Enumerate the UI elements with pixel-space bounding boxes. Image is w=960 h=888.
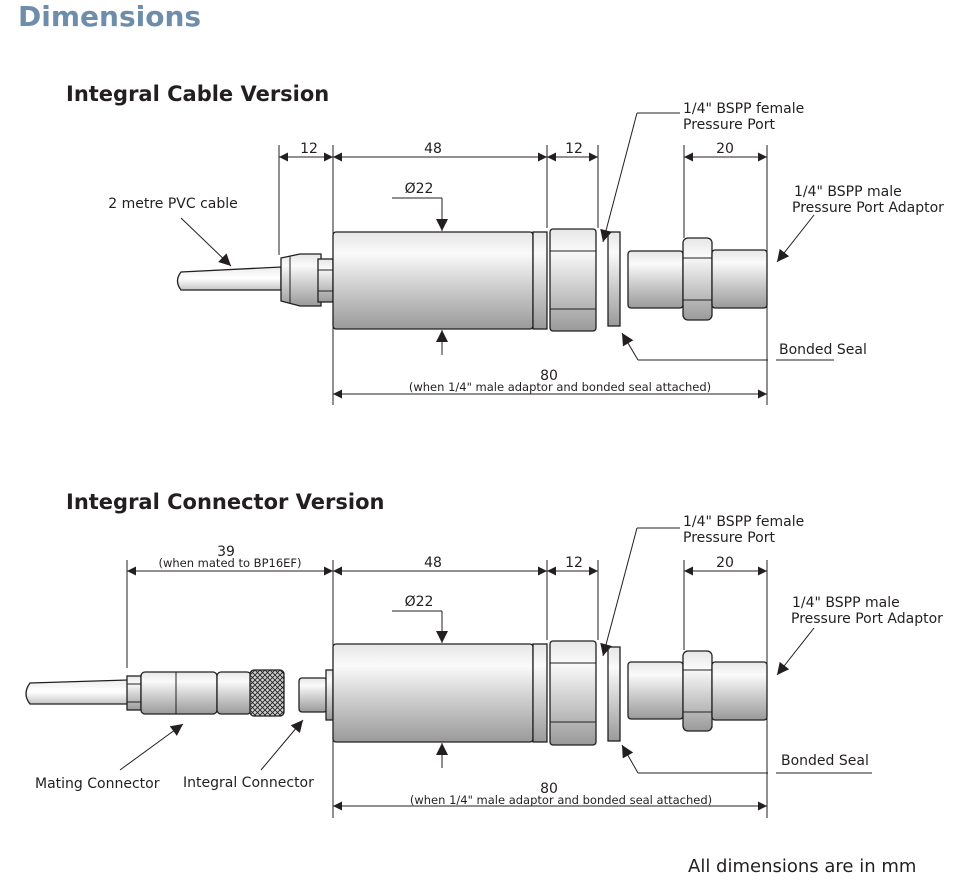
label-pvc-cable: 2 metre PVC cable xyxy=(108,196,238,212)
dim-hex-length: 12 xyxy=(565,141,583,157)
page-title: Dimensions xyxy=(18,0,202,33)
adaptor-hex xyxy=(682,237,713,321)
dim-overall-note: (when 1/4" male adaptor and bonded seal … xyxy=(409,380,711,394)
adaptor-thread-left xyxy=(627,661,684,720)
dim-overall-note: (when 1/4" male adaptor and bonded seal … xyxy=(410,793,712,807)
dim-body-length: 48 xyxy=(424,555,442,571)
cable-gland xyxy=(280,253,322,307)
mating-connector-sleeve xyxy=(216,671,252,715)
dim-connector-length: 39 xyxy=(217,544,235,560)
dim-body-length: 48 xyxy=(424,141,442,157)
label-female-port-line1: 1/4" BSPP female xyxy=(683,514,804,530)
adaptor-thread-right xyxy=(711,661,768,721)
label-female-port-line2: Pressure Port xyxy=(683,530,775,546)
label-male-adaptor-line1: 1/4" BSPP male xyxy=(794,184,902,200)
connector-version-title: Integral Connector Version xyxy=(66,490,385,514)
mating-cable-boot xyxy=(126,675,142,711)
sensor-body xyxy=(332,643,534,743)
hex-pressure-port xyxy=(549,640,597,746)
label-male-adaptor-line2: Pressure Port Adaptor xyxy=(792,200,944,216)
label-male-adaptor-line2: Pressure Port Adaptor xyxy=(791,611,943,627)
adaptor-thread-right xyxy=(711,249,768,309)
dim-diameter: Ø22 xyxy=(405,181,434,197)
leader-lines xyxy=(180,112,834,361)
mating-cable xyxy=(25,679,130,705)
label-mating-connector: Mating Connector xyxy=(35,776,160,792)
adaptor-hex xyxy=(682,650,713,732)
integral-connector-pin xyxy=(298,677,328,713)
body-collar xyxy=(532,231,548,330)
dim-hex-length: 12 xyxy=(565,555,583,571)
label-bonded-seal: Bonded Seal xyxy=(781,753,869,769)
hex-pressure-port xyxy=(549,228,597,332)
mating-connector-body xyxy=(140,671,218,715)
dim-connector-note: (when mated to BP16EF) xyxy=(158,556,301,570)
body-collar xyxy=(532,643,548,743)
bonded-seal xyxy=(607,231,621,327)
dim-cable-gland: 12 xyxy=(300,141,318,157)
label-female-port-line1: 1/4" BSPP female xyxy=(683,101,804,117)
dim-overall-length: 80 xyxy=(540,368,558,384)
label-integral-connector: Integral Connector xyxy=(183,775,314,791)
adaptor-thread-left xyxy=(627,250,684,309)
leader-lines xyxy=(119,527,872,774)
label-bonded-seal: Bonded Seal xyxy=(779,342,867,358)
label-male-adaptor-line1: 1/4" BSPP male xyxy=(792,595,900,611)
dim-diameter: Ø22 xyxy=(405,594,434,610)
units-footnote: All dimensions are in mm xyxy=(688,856,917,877)
dim-adaptor-length: 20 xyxy=(716,141,734,157)
sensor-body xyxy=(332,231,534,330)
bonded-seal xyxy=(607,646,621,742)
dim-overall-length: 80 xyxy=(540,781,558,797)
label-female-port-line2: Pressure Port xyxy=(683,117,775,133)
dimension-lines xyxy=(279,152,767,399)
knurled-nut xyxy=(249,669,285,717)
integral-connector-flange xyxy=(325,669,334,721)
cable-version-title: Integral Cable Version xyxy=(66,82,330,106)
cable-version-drawing xyxy=(176,112,834,405)
pvc-cable xyxy=(176,266,282,291)
dim-adaptor-length: 20 xyxy=(716,555,734,571)
connector-version-drawing xyxy=(25,527,872,818)
gland-nut xyxy=(317,258,334,303)
dimension-lines xyxy=(127,566,767,811)
